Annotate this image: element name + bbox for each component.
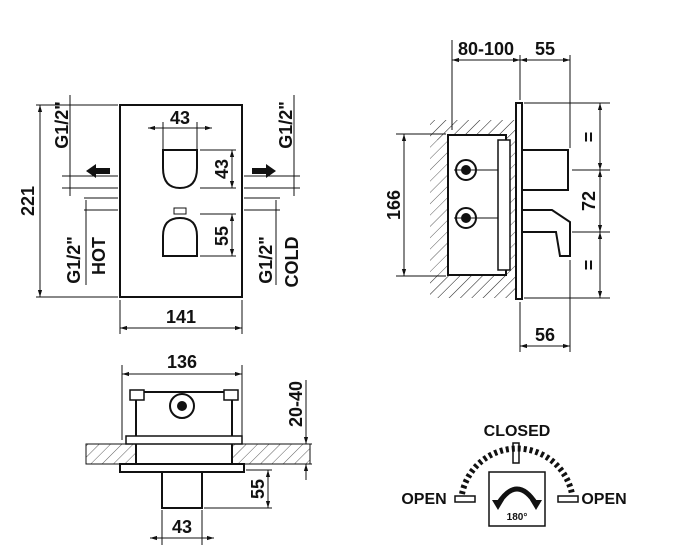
front-thread-label-top-right: G1/2" <box>276 101 296 149</box>
outlet-right-arrow-icon <box>252 164 276 178</box>
wall-depth-dim: 20-40 <box>286 381 306 427</box>
front-width-dim: 141 <box>166 307 196 327</box>
open-left-marker <box>454 495 476 503</box>
handle-height-dim-2: 55 <box>212 226 232 246</box>
side-view: 80-100 55 166 = 72 = 56 <box>384 39 610 352</box>
handle-width-dim: 43 <box>170 108 190 128</box>
side-bottom-dim: 56 <box>535 325 555 345</box>
spacing-dim: 72 <box>579 191 599 211</box>
open-right-marker <box>557 495 579 503</box>
hot-label: HOT <box>89 237 109 275</box>
rotation-arc <box>459 445 575 495</box>
open-left-label: OPEN <box>401 491 446 508</box>
front-thread-label-bottom-left: G1/2" <box>64 236 84 284</box>
top-width-dim: 136 <box>167 352 197 372</box>
cover-plate-top <box>119 463 245 473</box>
handle-side-upper <box>521 149 569 191</box>
front-height-dim: 221 <box>18 186 38 216</box>
rotation-box <box>488 471 546 527</box>
lower-handle <box>162 216 198 257</box>
stem-top <box>161 471 203 509</box>
side-height-dim: 166 <box>384 190 404 220</box>
upper-handle <box>162 149 198 190</box>
eq-top: = <box>579 132 599 143</box>
eq-bottom: = <box>579 260 599 271</box>
front-thread-label-top-left: G1/2" <box>52 101 72 149</box>
cover-plate-side <box>515 102 523 300</box>
stem-width-dim: 43 <box>172 517 192 537</box>
protrusion-dim: 55 <box>248 479 268 499</box>
front-thread-label-bottom-right: G1/2" <box>256 236 276 284</box>
cold-label: COLD <box>282 237 302 288</box>
side-top-dim: 55 <box>535 39 555 59</box>
closed-marker <box>512 442 520 464</box>
handle-height-dim-1: 43 <box>212 159 232 179</box>
rotation-arrow-icon <box>495 486 539 506</box>
rotation-angle-label: 180° <box>507 512 528 523</box>
cover-plate <box>119 104 243 298</box>
handle-side-lower <box>521 209 571 257</box>
valve-body-side <box>447 134 507 276</box>
lower-handle-indicator <box>173 207 187 215</box>
rotation-diagram: CLOSED OPEN OPEN 180° <box>401 423 627 527</box>
open-right-label: OPEN <box>581 491 626 508</box>
top-view: 136 20-40 55 43 <box>85 352 312 545</box>
outlet-left-arrow-icon <box>86 164 110 178</box>
closed-label: CLOSED <box>484 423 551 440</box>
front-view: 221 G1/2" G1/2" HOT G1/2" G1/2" COLD 43 <box>18 95 302 334</box>
depth-range-dim: 80-100 <box>458 39 514 59</box>
